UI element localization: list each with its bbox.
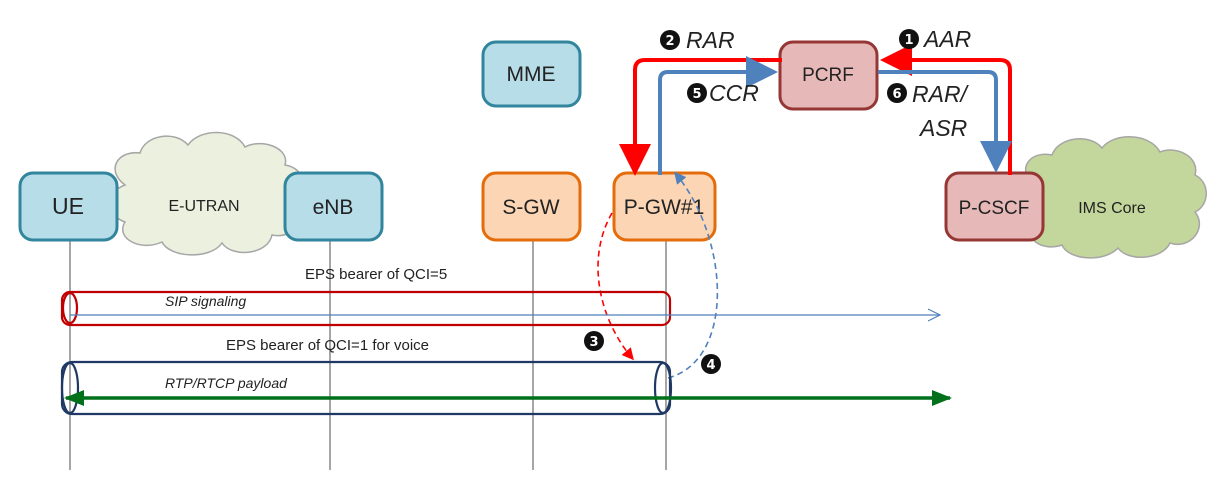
node-sgw: S-GW bbox=[481, 171, 582, 242]
message-1: 1 AAR bbox=[899, 26, 971, 52]
node-pcrf: PCRF bbox=[778, 40, 879, 111]
cloud-ims-label: IMS Core bbox=[1078, 200, 1146, 217]
bearer-qci5: EPS bearer of QCI=5 SIP signaling bbox=[60, 266, 940, 327]
bearer-qci5-title: EPS bearer of QCI=5 bbox=[305, 266, 447, 283]
node-enb-label: eNB bbox=[313, 196, 354, 219]
message-2: 2 RAR bbox=[660, 27, 735, 53]
bearer-qci5-pipe bbox=[60, 290, 672, 327]
arrow-aar bbox=[880, 44, 1012, 175]
bearer-qci5-end bbox=[61, 291, 79, 325]
node-sgw-label: S-GW bbox=[502, 196, 559, 219]
badge-1-num: 1 bbox=[904, 33, 913, 48]
lifelines bbox=[69, 240, 667, 470]
arrow-rar bbox=[619, 58, 782, 176]
node-ue: UE bbox=[18, 171, 119, 242]
badge-2-num: 2 bbox=[665, 34, 674, 49]
bearer-qci1: EPS bearer of QCI=1 for voice RTP/RTCP p… bbox=[60, 337, 952, 416]
node-enb: eNB bbox=[283, 171, 384, 242]
node-ue-label: UE bbox=[52, 193, 84, 219]
node-mme: MME bbox=[481, 40, 582, 108]
bearer-qci1-title: EPS bearer of QCI=1 for voice bbox=[226, 337, 429, 354]
message-5: 5 CCR bbox=[687, 80, 759, 106]
bearer-qci1-pipe bbox=[60, 360, 672, 416]
badge-6 bbox=[887, 83, 907, 103]
message-6-label-line1: RAR/ bbox=[912, 81, 970, 107]
message-6: 6 RAR/ ASR bbox=[887, 81, 970, 141]
bearer-qci1-end-left bbox=[60, 361, 80, 415]
cloud-eutran-label: E-UTRAN bbox=[168, 198, 239, 215]
arrow-step-4 bbox=[667, 171, 719, 379]
badge-2 bbox=[660, 30, 680, 50]
arrow-rar-asr bbox=[878, 70, 1012, 173]
message-1-label: AAR bbox=[922, 26, 971, 52]
badge-3-num: 3 bbox=[589, 335, 598, 350]
badge-4 bbox=[701, 354, 721, 374]
badge-3 bbox=[584, 331, 604, 351]
badge-4-num: 4 bbox=[706, 358, 715, 373]
message-3: 3 bbox=[584, 331, 604, 351]
cloud-ims: IMS Core bbox=[1020, 136, 1207, 259]
bearer-qci1-end-right bbox=[653, 361, 673, 415]
node-pcscf-label: P-CSCF bbox=[959, 198, 1030, 219]
badge-5 bbox=[687, 83, 707, 103]
arrow-ccr bbox=[658, 56, 778, 175]
badge-1 bbox=[899, 29, 919, 49]
cloud-eutran: E-UTRAN bbox=[109, 131, 304, 256]
node-pgw: P-GW#1 bbox=[612, 171, 717, 242]
message-5-label: CCR bbox=[709, 80, 759, 106]
message-2-label: RAR bbox=[686, 27, 735, 53]
message-4: 4 bbox=[701, 354, 721, 374]
node-pcscf: P-CSCF bbox=[944, 171, 1045, 242]
message-6-label-line2: ASR bbox=[918, 115, 967, 141]
node-mme-label: MME bbox=[507, 63, 556, 86]
bearer-qci5-flow: SIP signaling bbox=[165, 293, 246, 309]
badge-6-num: 6 bbox=[892, 87, 901, 102]
bearer-qci1-flow: RTP/RTCP payload bbox=[165, 375, 288, 391]
badge-5-num: 5 bbox=[692, 87, 701, 102]
node-pcrf-label: PCRF bbox=[802, 65, 854, 86]
node-pgw-label: P-GW#1 bbox=[624, 196, 705, 219]
